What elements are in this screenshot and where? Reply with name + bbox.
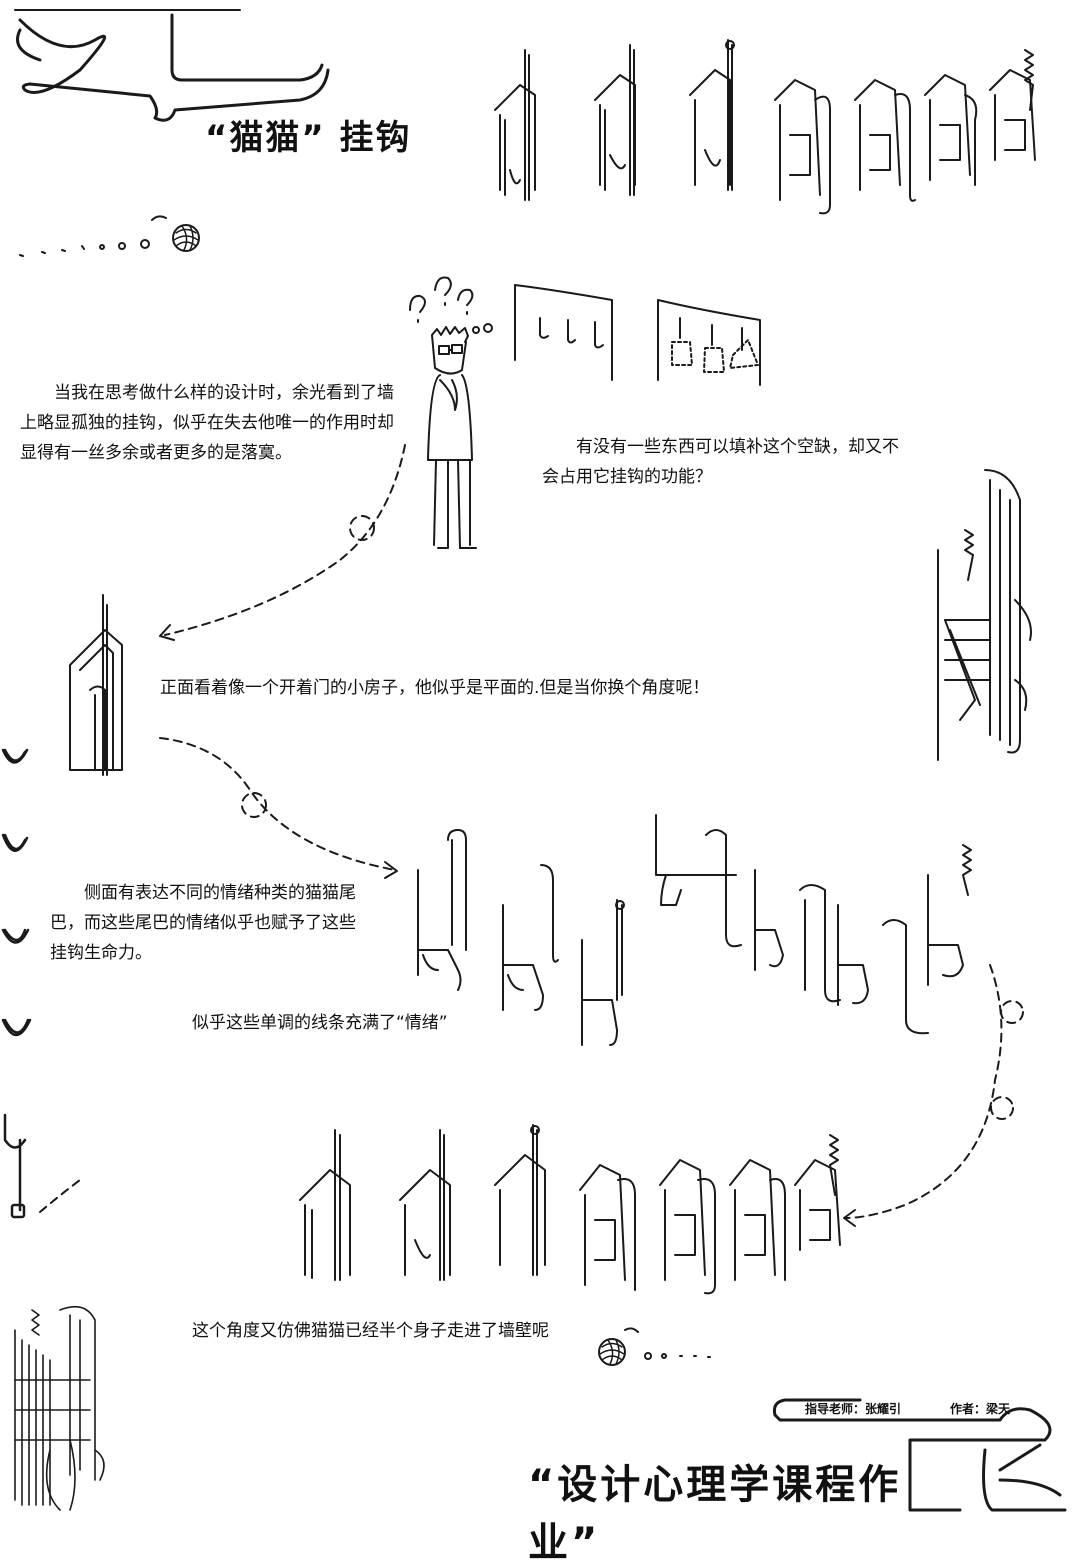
paragraph-question: 有没有一些东西可以填补这个空缺，却又不会占用它挂钩的功能？ (542, 437, 899, 487)
hook-sequence-top (494, 39, 1036, 215)
top-left-line-decoration (14, 9, 330, 122)
bottom-right-line-decoration (773, 1398, 1067, 1512)
credit-teacher: 指导老师：张耀引 (805, 1402, 902, 1416)
paragraph-side-view: 侧面有表达不同的情绪种类的猫猫尾巴，而这些尾巴的情绪似乎也赋予了这些挂钩生命力。 (50, 883, 356, 963)
paragraph-front-view: 正面看着像一个开着门的小房子，他似乎是平面的.但是当你换个角度呢！ (160, 678, 710, 698)
arrow-heads (159, 624, 856, 1227)
credit-author: 作者：梁天 (950, 1402, 1011, 1416)
thinking-person-icon (409, 276, 493, 549)
wall-panel-hooks-with-bags (657, 299, 761, 386)
dot-trail-bottom (624, 1327, 711, 1360)
stacked-hooks-bottom-left (14, 1305, 105, 1511)
course-title: “设计心理学课程作业” (528, 1462, 902, 1566)
yarn-ball-icon (598, 1338, 626, 1366)
paragraph-intro: 当我在思考做什么样的设计时，余光看到了墙上略显孤独的挂钩，似乎在失去他唯一的作用… (20, 383, 394, 463)
left-edge-tails (1, 748, 32, 1219)
paragraph-wall-angle: 这个角度又仿佛猫猫已经半个身子走进了墙壁呢 (192, 1321, 549, 1341)
dashed-arrows (39, 444, 1024, 1219)
yarn-ball-icon (172, 224, 200, 252)
stacked-hooks-right (937, 469, 1032, 761)
cat-hook-icon (417, 814, 972, 1046)
dot-trail-top (19, 215, 167, 257)
hook-house-icon (69, 594, 123, 776)
hook-sequence-bottom (299, 1124, 841, 1295)
paragraph-emotion: 似乎这些单调的线条充满了“情绪” (192, 1013, 448, 1033)
wall-panel-empty-hooks (514, 284, 613, 381)
page-title: “猫猫” 挂钩 (205, 118, 412, 158)
